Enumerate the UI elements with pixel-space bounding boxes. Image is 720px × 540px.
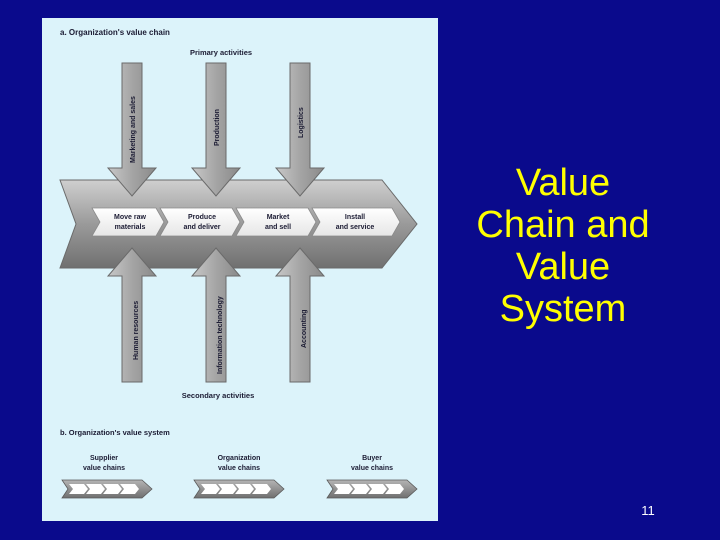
value-chain-figure: a. Organization's value chain Primary ac… [42,18,438,521]
svg-text:value chains: value chains [83,465,125,472]
bottom-arrow-human-resources: Human resources [106,247,158,383]
bottom-arrow-label-1: Information technology [217,296,224,374]
svg-text:Buyer: Buyer [362,455,382,462]
svg-text:Organization: Organization [218,455,261,462]
system-chain-supplier: Supplier value chains [61,455,153,499]
slide-title-line-3: Value [515,246,611,288]
chain-step-produce-and-deliver: Produce and deliver [159,207,241,237]
top-arrow-label-2: Logistics [298,107,305,138]
svg-text:and service: and service [336,224,375,231]
system-chain-organization: Organization value chains [193,455,285,499]
page-number: 11 [641,503,655,518]
top-arrow-label-0: Marketing and sales [130,96,137,163]
slide-title-line-2: Chain and [476,204,650,246]
section-b-title: b. Organization's value system [60,428,170,437]
svg-text:Supplier: Supplier [90,455,118,462]
svg-text:materials: materials [115,224,146,231]
svg-text:and sell: and sell [265,224,291,231]
top-arrow-production: Production [190,62,242,197]
svg-text:Produce: Produce [188,214,216,221]
chain-step-install-and-service: Install and service [311,207,401,237]
top-arrow-marketing: Marketing and sales [106,62,158,197]
primary-activities-label: Primary activities [190,48,252,57]
svg-text:Move raw: Move raw [114,214,146,221]
bottom-arrow-label-0: Human resources [133,301,140,360]
svg-text:and deliver: and deliver [184,224,221,231]
slide-title: Value Chain and Value System [450,162,676,330]
top-arrow-logistics: Logistics [274,62,326,197]
chain-step-market-and-sell: Market and sell [235,207,317,237]
svg-text:Install: Install [345,214,365,221]
section-a-title: a. Organization's value chain [60,28,170,37]
svg-text:value chains: value chains [351,465,393,472]
secondary-activities-label: Secondary activities [182,391,255,400]
value-chain-diagram: a. Organization's value chain Primary ac… [59,28,418,499]
bottom-arrow-information-technology: Information technology [190,247,242,383]
system-chain-buyer: Buyer value chains [326,455,418,499]
bottom-arrow-accounting: Accounting [274,247,326,383]
top-arrow-label-1: Production [214,109,221,146]
chain-step-move-raw-materials: Move raw materials [91,207,165,237]
bottom-arrow-label-2: Accounting [301,310,308,349]
svg-text:value chains: value chains [218,465,260,472]
slide-title-line-4: System [499,288,627,330]
slide-title-line-1: Value [515,162,611,204]
svg-text:Market: Market [267,214,290,221]
